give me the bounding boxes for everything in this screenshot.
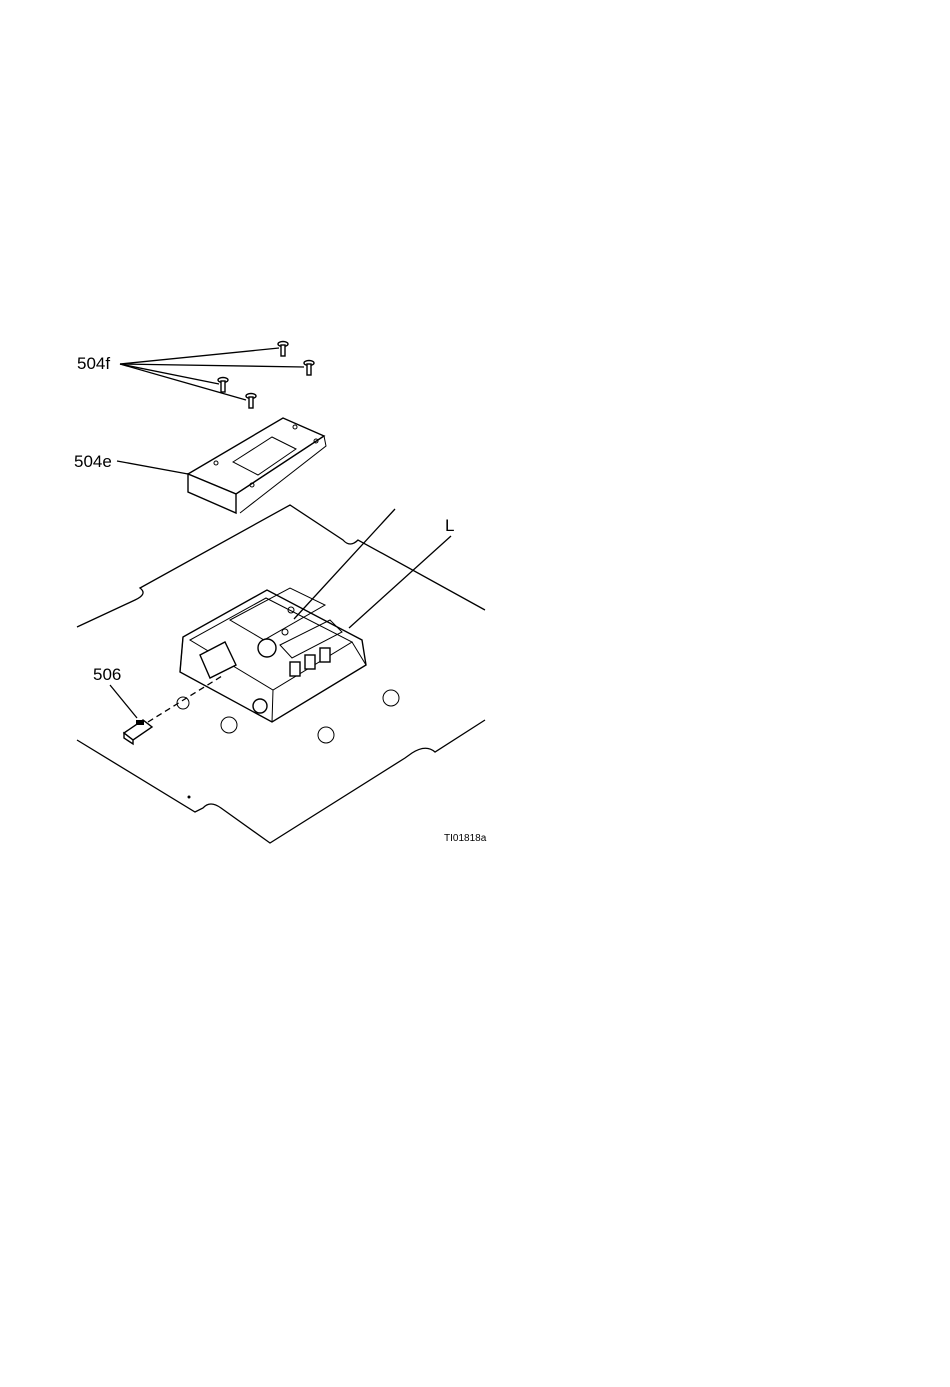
panel-hole xyxy=(383,690,399,706)
leader-line-504e xyxy=(117,461,188,474)
control-module xyxy=(180,588,366,722)
cover-plate xyxy=(188,418,326,513)
callout-504f: 504f xyxy=(77,354,110,373)
leader-line-unlabeled xyxy=(294,509,395,619)
callout-504e: 504e xyxy=(74,452,112,471)
leader-lines-504f xyxy=(120,348,304,400)
leader-line-l xyxy=(349,536,451,628)
panel-dot xyxy=(188,796,191,799)
mounting-panel-lower-edge xyxy=(77,720,485,843)
screw-icon xyxy=(304,361,314,376)
panel-hole xyxy=(177,697,189,709)
callout-l: L xyxy=(445,516,454,535)
panel-hole xyxy=(318,727,334,743)
callout-506: 506 xyxy=(93,665,121,684)
key-token xyxy=(124,720,152,744)
insertion-path xyxy=(148,676,222,722)
figure-id: TI01818a xyxy=(444,833,487,844)
screw-icon xyxy=(246,394,256,409)
screw-icon xyxy=(278,342,288,357)
panel-hole xyxy=(221,717,237,733)
screw-icon xyxy=(218,378,228,393)
leader-line-506 xyxy=(110,685,137,718)
